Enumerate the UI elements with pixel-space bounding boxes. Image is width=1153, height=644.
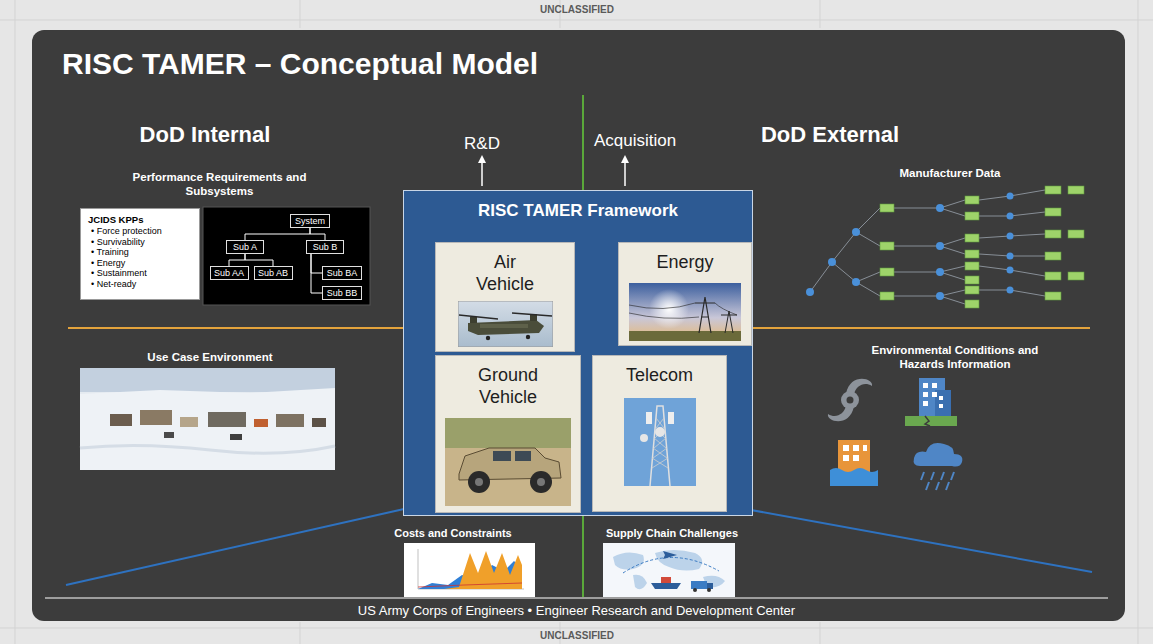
slide-panel <box>32 30 1125 621</box>
hurricane-icon <box>828 379 872 422</box>
org-label: Sub BA <box>327 268 358 279</box>
org-label: Sub AA <box>214 268 244 279</box>
org-connector <box>311 254 322 293</box>
org-box: Sub AB <box>254 266 293 280</box>
org-label: Sub AB <box>258 268 288 279</box>
footer-rule <box>45 598 1108 599</box>
org-connector <box>229 254 245 266</box>
org-label: Sub A <box>233 242 257 253</box>
section-heading: DoD Internal <box>120 122 290 148</box>
group-heading: Use Case Environment <box>115 350 305 364</box>
energy-photo <box>629 283 741 341</box>
domain-box: Energy <box>618 242 752 346</box>
org-connector <box>245 228 310 240</box>
divider-line <box>753 327 1090 329</box>
group-heading: Performance Requirements and Subsystems <box>112 170 327 198</box>
framework-title: RISC TAMER Framework <box>478 201 678 221</box>
domain-box: Air Vehicle <box>435 242 575 352</box>
divider-line <box>68 327 403 329</box>
framework-box: RISC TAMER FrameworkAir Vehicle EnergyGro… <box>403 190 753 516</box>
org-label: System <box>295 216 325 227</box>
org-box: Sub AA <box>210 266 249 280</box>
domain-box: Ground Vehicle <box>435 355 581 513</box>
org-label: Sub B <box>313 242 338 253</box>
kpp-item: • Survivability <box>88 237 145 248</box>
ground-photo <box>445 418 571 506</box>
footer-text: US Army Corps of Engineers • Engineer Re… <box>0 603 1153 618</box>
perspective-line <box>66 509 404 585</box>
kpp-item: • Training <box>88 247 129 258</box>
split-line <box>582 95 584 190</box>
domain-box: Telecom <box>592 355 727 512</box>
kpp-item: • Force protection <box>88 226 162 237</box>
cost-chart <box>404 543 535 597</box>
slide-title: RISC TAMER – Conceptual Model <box>62 47 538 81</box>
air-photo <box>458 301 553 347</box>
earthquake-building-icon <box>905 378 957 426</box>
box-heading: JCIDS KPPs <box>88 214 143 226</box>
flood-icon <box>830 440 878 486</box>
org-box: Sub A <box>226 240 264 254</box>
org-connector <box>245 254 273 266</box>
kpp-item: • Energy <box>88 258 125 269</box>
group-heading: Costs and Constraints <box>378 527 528 539</box>
domain-label: Telecom <box>626 364 693 386</box>
org-box: Sub B <box>306 240 344 254</box>
perspective-line <box>740 508 1092 572</box>
classification-marking: UNCLASSIFIED <box>427 4 727 15</box>
split-line <box>582 516 584 597</box>
up-arrow <box>621 155 629 186</box>
group-heading: Supply Chain Challenges <box>592 527 752 539</box>
rain-cloud-icon <box>914 443 963 490</box>
requirements-box: JCIDS KPPs• Force protection• Survivabil… <box>80 208 200 300</box>
direction-label: R&D <box>447 134 517 154</box>
kpp-item: • Net-ready <box>88 279 136 290</box>
org-label: Sub BB <box>327 288 358 299</box>
decision-tree-picture <box>806 186 1084 308</box>
direction-label: Acquisition <box>580 131 690 151</box>
org-chart-panel <box>203 207 370 305</box>
domain-label: Ground Vehicle <box>466 364 551 408</box>
group-heading: Environmental Conditions and Hazards Inf… <box>850 343 1060 371</box>
telecom-photo <box>624 398 696 486</box>
org-box: System <box>290 214 330 228</box>
org-connector <box>311 254 322 273</box>
kpp-item: • Sustainment <box>88 268 147 279</box>
domain-label: Energy <box>656 251 713 273</box>
classification-marking: UNCLASSIFIED <box>427 630 727 641</box>
org-box: Sub BB <box>322 286 362 300</box>
section-heading: DoD External <box>730 122 930 148</box>
org-box: Sub BA <box>322 266 362 280</box>
snow-camp-photo <box>80 368 335 470</box>
supply-chain-picture <box>603 543 735 597</box>
group-heading: Manufacturer Data <box>875 166 1025 180</box>
org-connector <box>310 228 325 240</box>
up-arrow <box>478 155 486 186</box>
domain-label: Air Vehicle <box>463 251 548 295</box>
